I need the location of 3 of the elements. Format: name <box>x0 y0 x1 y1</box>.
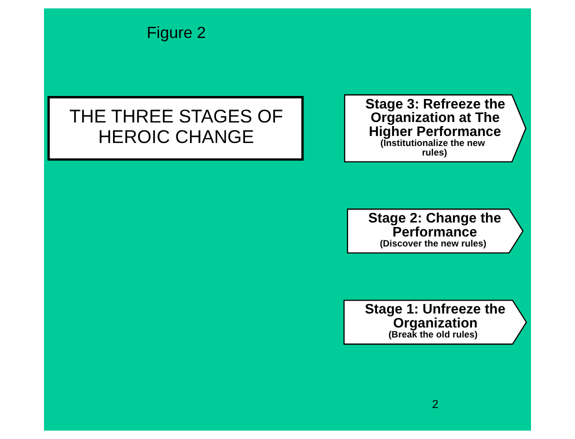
label: 2 <box>432 399 438 412</box>
node-box: THE THREE STAGES OF HEROIC CHANGE <box>47 96 304 161</box>
label: Figure 2 <box>146 24 206 42</box>
